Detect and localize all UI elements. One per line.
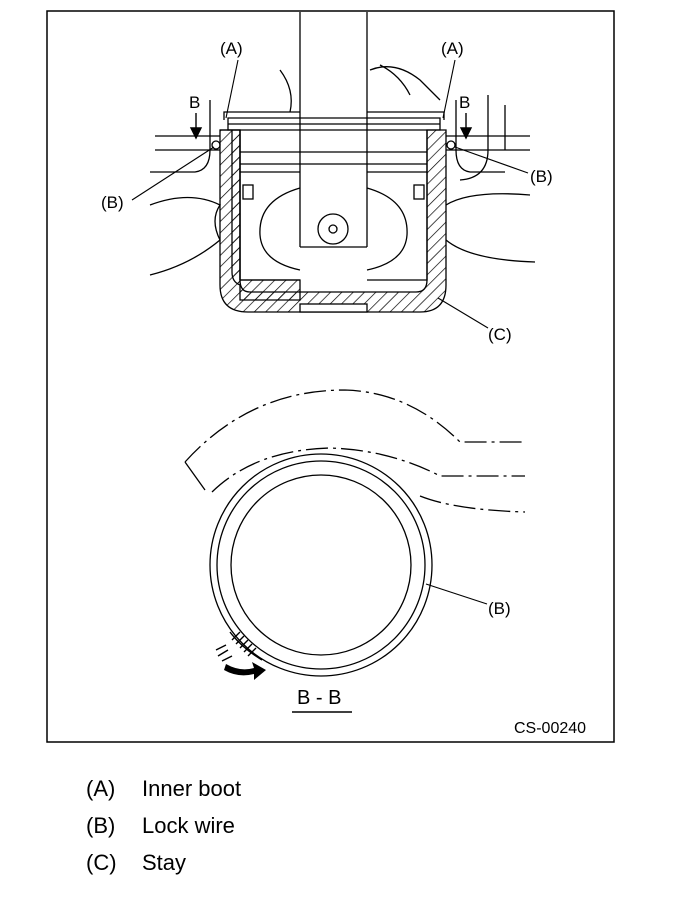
legend-text: Inner boot [142, 775, 242, 801]
rotation-arrow [224, 662, 266, 680]
section-label-left: B [189, 93, 200, 112]
label-b-right: (B) [530, 167, 553, 186]
legend-item: (C) Stay [86, 844, 586, 881]
legend-key: (A) [86, 775, 116, 801]
section-arrows [189, 113, 473, 140]
label-b-bottom: (B) [488, 599, 511, 618]
legend-item: (A) Inner boot [86, 770, 586, 807]
legend-key: (C) [86, 849, 117, 875]
legend-text: Lock wire [142, 812, 235, 838]
legend-key: (B) [86, 812, 116, 838]
legend-item: (B) Lock wire [86, 807, 586, 844]
legend-text: Stay [142, 849, 187, 875]
technical-figure: B B (A) (A) (B) (B) (C) B - B (B) CS-002… [46, 10, 615, 743]
figure-frame [46, 10, 615, 743]
section-b-b-view [184, 389, 526, 677]
label-c: (C) [488, 325, 512, 344]
label-a-right: (A) [441, 39, 464, 58]
figure-code: CS-00240 [514, 720, 586, 737]
boot-cross-section [149, 12, 536, 313]
lock-wire-twist [215, 631, 263, 662]
section-title: B - B [297, 687, 341, 709]
label-a-left: (A) [220, 39, 243, 58]
section-label-right: B [459, 93, 470, 112]
leader-lines [131, 59, 529, 605]
legend: (A) Inner boot (B) Lock wire (C) Stay [86, 770, 586, 881]
label-b-left: (B) [101, 193, 124, 212]
